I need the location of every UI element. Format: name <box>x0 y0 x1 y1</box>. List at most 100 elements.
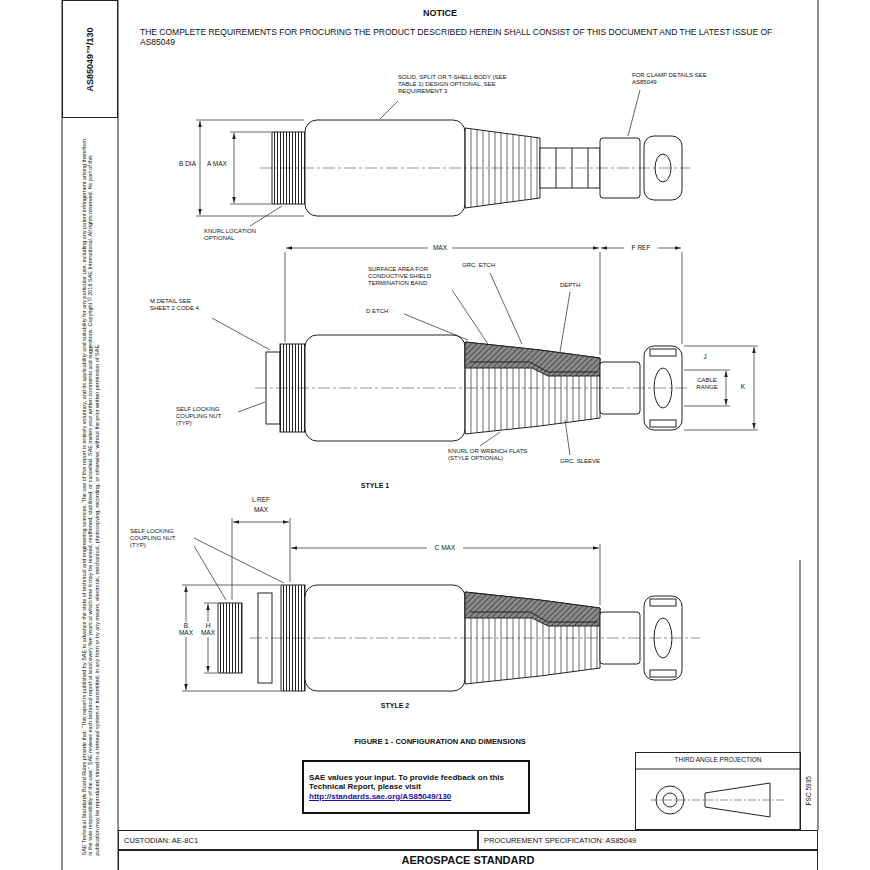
margin-note: FSC 5935 <box>805 760 812 820</box>
connector-top-view <box>260 120 690 216</box>
connector-style-2 <box>465 592 600 626</box>
connector-style-2 <box>218 585 700 691</box>
dimension-lines <box>230 132 271 133</box>
dimension-lines <box>182 691 280 692</box>
title-block-cell: PROCUREMENT SPECIFICATION: AS85049 <box>478 830 818 850</box>
callout-note: GRC. SLEEVE <box>560 458 612 465</box>
box-text: AEROSPACE STANDARD <box>402 854 535 867</box>
connector-style-2 <box>650 599 676 606</box>
connector-top-view <box>260 168 690 169</box>
box-subtext: http://standards.sae.org/AS85049/130 <box>309 792 451 802</box>
dimension-lines <box>196 120 304 216</box>
callout-note: KNURL OR WRENCH FLATS (STYLE OPTIONAL) <box>448 448 530 462</box>
connector-style-2 <box>470 612 598 622</box>
dimension-lines <box>234 133 235 203</box>
leader-lines <box>194 538 284 600</box>
dimension-lines <box>684 370 730 371</box>
notice-heading: NOTICE <box>390 8 490 18</box>
dimension-label: B DIA <box>174 160 196 167</box>
projection-symbol <box>635 769 801 817</box>
callout-note: GRC. ETCH <box>462 262 508 269</box>
sheet-frame <box>118 0 119 870</box>
leader-lines <box>380 101 398 119</box>
box-text: THIRD ANGLE PROJECTION <box>674 756 761 764</box>
dimension-lines <box>204 603 217 604</box>
sheet-frame <box>62 0 818 870</box>
leader-lines <box>250 90 640 226</box>
dimension-lines <box>285 252 286 342</box>
box-text: AS85049™/130 <box>85 27 96 91</box>
dimension-lines <box>186 586 187 690</box>
dimension-lines <box>196 216 304 217</box>
dimension-label: CABLE RANGE <box>692 377 722 391</box>
connector-style-2 <box>250 638 700 639</box>
dimension-lines <box>285 248 758 430</box>
dimension-lines <box>182 585 280 586</box>
connector-style-1 <box>255 388 688 389</box>
projection-symbol <box>635 769 801 770</box>
leader-lines <box>212 318 270 350</box>
dimension-label: H MAX <box>199 622 217 637</box>
leader-lines <box>480 432 500 446</box>
dimension-label: B MAX <box>177 622 195 637</box>
sheet-frame <box>62 0 63 870</box>
leader-lines <box>194 538 284 583</box>
dimension-lines <box>684 346 758 347</box>
box-text: PROCUREMENT SPECIFICATION: AS85049 <box>484 836 636 845</box>
dimension-lines <box>200 121 201 215</box>
dimension-lines <box>182 518 600 691</box>
dimension-label: MAX <box>249 506 273 513</box>
callout-note: KNURL LOCATION OPTIONAL <box>204 228 260 242</box>
dimension-label: MAX <box>428 244 452 251</box>
dimension-lines <box>600 252 601 355</box>
projection-symbol <box>650 800 785 801</box>
connector-style-2 <box>650 670 676 677</box>
connector-top-view <box>588 148 589 188</box>
dimension-lines <box>684 406 730 407</box>
connector-style-1 <box>470 362 598 372</box>
dimension-lines <box>684 430 758 431</box>
box-text: SAE values your input. To provide feedba… <box>309 773 523 792</box>
leader-lines <box>565 420 570 455</box>
title-block-cell: AEROSPACE STANDARD <box>118 850 818 870</box>
dimension-label: K <box>737 383 749 390</box>
dimension-lines <box>233 522 289 523</box>
callout-note: FOR CLAMP DETAILS SEE AS85049 <box>632 72 708 86</box>
figure-caption: FIGURE 1 - CONFIGURATION AND DIMENSIONS <box>280 738 600 747</box>
notice-text: THE COMPLETE REQUIREMENTS FOR PROCURING … <box>140 28 780 48</box>
dimension-lines <box>600 544 601 605</box>
feedback-box: SAE values your input. To provide feedba… <box>302 760 530 814</box>
document-number-box: AS85049™/130 <box>62 0 118 118</box>
box-text: CUSTODIAN: AE-8C1 <box>124 836 198 845</box>
connector-style-1 <box>465 342 600 376</box>
leader-lines <box>194 546 226 600</box>
connector-style-1 <box>255 335 688 441</box>
leader-lines <box>628 90 640 136</box>
connector-style-1 <box>650 349 676 356</box>
leader-lines <box>212 273 570 455</box>
view-title: STYLE 1 <box>345 482 405 490</box>
dimension-label: L REF <box>243 496 279 503</box>
callout-note: M DETAIL SEE SHEET 2 CODE 4 <box>150 298 210 312</box>
leader-lines <box>404 314 468 340</box>
projection-box: THIRD ANGLE PROJECTION <box>635 752 801 830</box>
leader-lines <box>238 402 265 412</box>
copyright-notice: SAE Technical Standards Board Rules prov… <box>81 135 100 855</box>
callout-note: DEPTH <box>560 282 592 289</box>
callout-note: SURFACE AREA FOR CONDUCTIVE SHIELD TERMI… <box>368 266 450 287</box>
dimension-lines <box>290 518 291 582</box>
dimension-lines <box>682 252 683 344</box>
leader-lines <box>560 292 570 352</box>
title-block-cell: CUSTODIAN: AE-8C1 <box>118 830 478 850</box>
dimension-lines <box>230 204 271 205</box>
leader-lines <box>250 206 282 226</box>
sheet-frame <box>818 0 819 830</box>
connector-style-1 <box>650 420 676 427</box>
dimension-lines <box>754 347 755 429</box>
view-title: STYLE 2 <box>365 702 425 710</box>
dimension-label: C MAX <box>427 544 463 551</box>
callout-note: SOLID, SPLIT OR T-SHELL BODY (SEE TABLE … <box>398 74 520 95</box>
dimension-lines <box>196 120 304 121</box>
dimension-label: A MAX <box>205 160 229 167</box>
